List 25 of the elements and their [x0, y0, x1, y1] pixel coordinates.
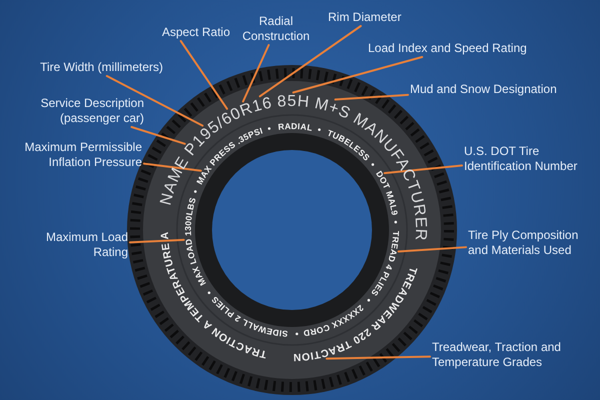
- callout-label: U.S. DOT Tire Identification Number: [464, 144, 594, 174]
- callout-label: Aspect Ratio: [120, 25, 230, 40]
- leader-line: [242, 44, 270, 103]
- callout-label: Service Description (passenger car): [18, 96, 144, 126]
- leader-line: [326, 356, 431, 360]
- callout-label: Radial Construction: [240, 14, 312, 44]
- callout-label: Treadwear, Traction and Temperature Grades: [432, 340, 592, 370]
- leader-line: [106, 75, 204, 127]
- leader-line: [334, 94, 409, 101]
- callout-label: Load Index and Speed Rating: [368, 41, 538, 56]
- leader-line: [292, 56, 424, 94]
- sidewall-text: RADIAL: [278, 120, 314, 133]
- callout-label: Maximum Load Rating: [20, 230, 128, 260]
- callout-label: Tire Ply Composition and Materials Used: [468, 228, 596, 258]
- sidewall-text: 85H: [276, 93, 310, 112]
- leader-line: [130, 126, 186, 145]
- callout-label: Maximum Permissible Inflation Pressure: [8, 140, 142, 170]
- leader-line: [258, 25, 362, 98]
- callout-label: Tire Width (millimeters): [18, 60, 163, 75]
- leader-line: [180, 40, 228, 110]
- callout-label: Rim Diameter: [328, 10, 418, 25]
- callout-label: Mud and Snow Designation: [410, 82, 575, 97]
- leader-line: [143, 162, 202, 172]
- sidewall-text: M+S: [313, 95, 354, 123]
- leader-line: [129, 238, 185, 244]
